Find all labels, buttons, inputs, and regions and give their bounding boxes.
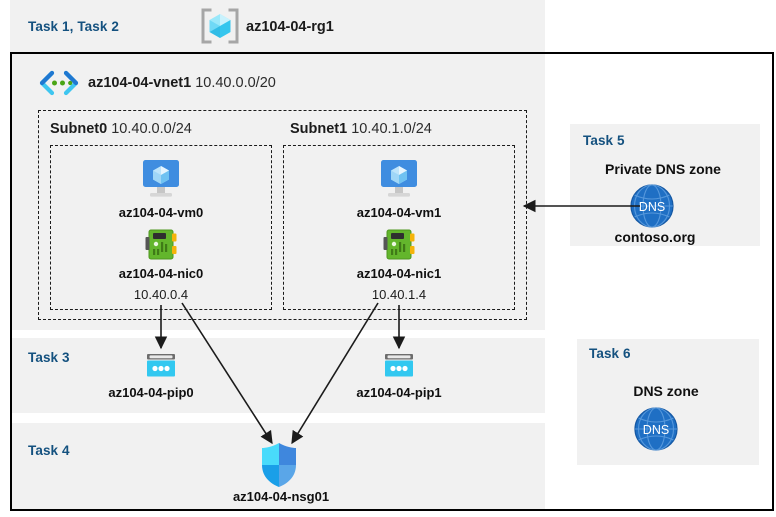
subnet0-cidr: 10.40.0.0/24 [111, 121, 192, 137]
task-label-5: Task 5 [583, 133, 625, 148]
resource-group-icon [199, 6, 241, 46]
public-dns-title: DNS zone [633, 383, 699, 399]
vnet-cidr: 10.40.0.0/20 [195, 75, 276, 91]
vm0-label: az104-04-vm0 [118, 205, 204, 220]
nic0-ip: 10.40.0.4 [133, 287, 189, 302]
nic0-label: az104-04-nic0 [118, 266, 204, 281]
network-interface-icon [380, 228, 418, 262]
resource-group-band [10, 0, 545, 52]
task-label-6: Task 6 [589, 346, 631, 361]
private-dns-panel [570, 124, 760, 246]
network-interface-icon [142, 228, 180, 262]
virtual-machine-icon [137, 158, 185, 200]
pip1-label: az104-04-pip1 [356, 385, 442, 400]
subnet1-header: Subnet1 10.40.1.0/24 [290, 121, 432, 137]
vm1-label: az104-04-vm1 [356, 205, 442, 220]
pip0-label: az104-04-pip0 [108, 385, 194, 400]
nsg-label: az104-04-nsg01 [232, 489, 330, 504]
dns-zone-icon: DNS [629, 183, 675, 229]
virtual-network-icon [38, 70, 80, 96]
vnet-panel [12, 54, 545, 330]
diagram-outer-frame [10, 52, 774, 511]
dns-icon-text: DNS [639, 200, 665, 214]
private-dns-zone-name: contoso.org [614, 229, 696, 245]
vnet-header: az104-04-vnet1 10.40.0.0/20 [88, 75, 276, 91]
nic1-label: az104-04-nic1 [356, 266, 442, 281]
dns-icon-text: DNS [643, 423, 669, 437]
public-ip-address-icon [381, 352, 417, 382]
resource-group-name: az104-04-rg1 [246, 19, 334, 35]
nic1-ip: 10.40.1.4 [371, 287, 427, 302]
subnet1-cidr: 10.40.1.0/24 [351, 121, 432, 137]
task-label-3: Task 3 [28, 350, 70, 365]
public-ip-address-icon [143, 352, 179, 382]
task-label-4: Task 4 [28, 443, 70, 458]
task-label-1-2: Task 1, Task 2 [28, 19, 119, 34]
subnets-container [38, 110, 527, 320]
dns-zone-icon: DNS [633, 406, 679, 452]
public-ip-panel [12, 338, 545, 413]
virtual-machine-icon [375, 158, 423, 200]
network-security-group-icon [258, 441, 300, 489]
subnet0-header: Subnet0 10.40.0.0/24 [50, 121, 192, 137]
private-dns-title: Private DNS zone [605, 161, 721, 177]
